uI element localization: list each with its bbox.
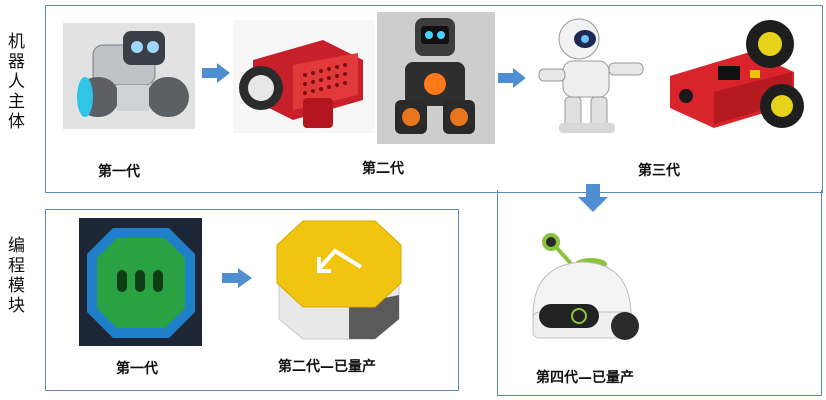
label-char: 主 [8,92,25,112]
label-char: 模 [8,276,25,296]
red-robot-car-image [233,20,375,133]
robot-gen3-caption: 第三代 [638,163,680,179]
label-char: 机 [8,32,25,52]
robot-body-label: 机 器 人 主 体 [8,32,25,132]
label-char: 人 [8,72,25,92]
blue-arrow-icon [222,268,252,288]
robot-gen2-caption: 第二代 [362,161,404,177]
grey-wheeled-robot-image [63,23,195,129]
blue-arrow-icon [202,63,230,83]
blue-arrow-icon [498,68,526,88]
white-humanoid-robot-image [525,13,652,137]
programming-module-label: 编 程 模 块 [8,236,25,316]
label-char: 块 [8,296,25,316]
robot-body-frame [45,5,823,193]
label-char: 体 [8,112,25,132]
white-dome-robot-image [517,224,645,350]
robot-gen1-caption: 第一代 [98,164,140,180]
red-circuit-robot-car-image [654,14,804,137]
module-gen2-caption: 第二代—已量产 [278,359,376,375]
programming-module-frame [45,209,459,391]
black-cube-robot-image [377,12,495,144]
label-char: 编 [8,236,25,256]
gen4-frame [497,190,822,396]
blue-arrow-icon [578,184,608,212]
module-gen1-caption: 第一代 [116,361,158,377]
robot-gen4-caption: 第四代—已量产 [536,370,634,386]
label-char: 器 [8,52,25,72]
yellow-octagon-module-image [265,215,413,346]
green-octagon-module-image [79,218,202,346]
label-char: 程 [8,256,25,276]
